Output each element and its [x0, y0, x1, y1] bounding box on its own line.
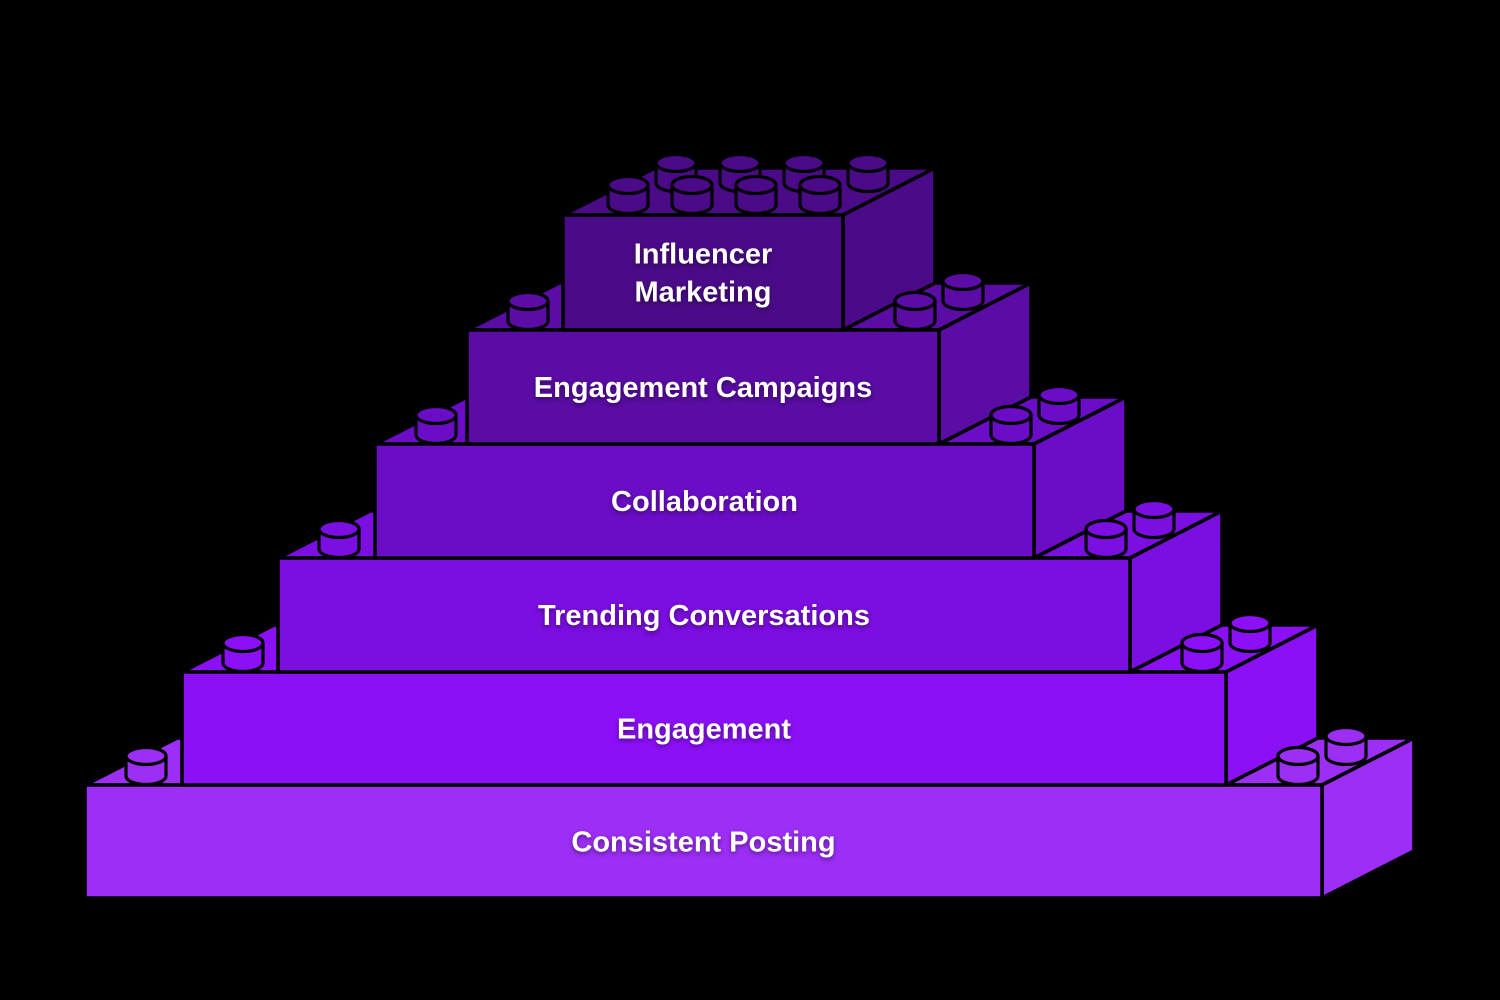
- stud-top: [317, 518, 361, 540]
- stud-top: [1228, 612, 1272, 634]
- stud-top: [670, 174, 714, 196]
- brick-front-face: [373, 442, 1036, 560]
- brick-stud: [124, 745, 168, 787]
- stud-top: [989, 404, 1033, 426]
- brick-front-face: [465, 328, 941, 446]
- stud-top: [782, 152, 826, 174]
- brick-stud: [798, 174, 842, 216]
- stud-top: [846, 152, 890, 174]
- brick-stud: [670, 174, 714, 216]
- brick-stud: [1324, 725, 1368, 767]
- brick-label: Consistent Posting: [571, 827, 835, 859]
- brick-front-face: [561, 213, 845, 332]
- brick-front-face: [276, 556, 1132, 674]
- brick-front-face: [83, 783, 1324, 900]
- stud-top: [718, 152, 762, 174]
- brick-stud: [317, 518, 361, 560]
- brick-stud: [606, 174, 650, 216]
- studs-layer: [124, 152, 1368, 787]
- stud-top: [506, 290, 550, 312]
- brick-label: Trending Conversations: [538, 600, 870, 632]
- brick-front-face: [180, 670, 1228, 787]
- brick-stud: [941, 270, 985, 312]
- brick-label: Collaboration: [611, 486, 798, 518]
- stud-top: [414, 404, 458, 426]
- brick-stud: [1037, 384, 1081, 426]
- stud-top: [1180, 632, 1224, 654]
- brick-stud: [1084, 518, 1128, 560]
- brick-stud: [1132, 498, 1176, 540]
- stud-top: [1276, 745, 1320, 767]
- stud-top: [798, 174, 842, 196]
- stud-top: [654, 152, 698, 174]
- brick-stud: [1276, 745, 1320, 787]
- stud-top: [734, 174, 778, 196]
- stud-top: [1132, 498, 1176, 520]
- stud-top: [1084, 518, 1128, 540]
- brick-stud: [734, 174, 778, 216]
- brick-stud: [893, 290, 937, 332]
- brick-stud: [221, 632, 265, 674]
- brick-label: Engagement Campaigns: [534, 372, 872, 404]
- stud-top: [893, 290, 937, 312]
- brick-stud: [1180, 632, 1224, 674]
- brick-stud: [414, 404, 458, 446]
- stud-top: [1037, 384, 1081, 406]
- brick-stud: [989, 404, 1033, 446]
- brick-label: Engagement: [617, 714, 791, 746]
- stud-top: [606, 174, 650, 196]
- stud-top: [1324, 725, 1368, 747]
- brick-stud: [506, 290, 550, 332]
- stud-top: [221, 632, 265, 654]
- stud-top: [124, 745, 168, 767]
- brick-stud: [846, 152, 890, 194]
- brick-stud: [1228, 612, 1272, 654]
- stud-top: [941, 270, 985, 292]
